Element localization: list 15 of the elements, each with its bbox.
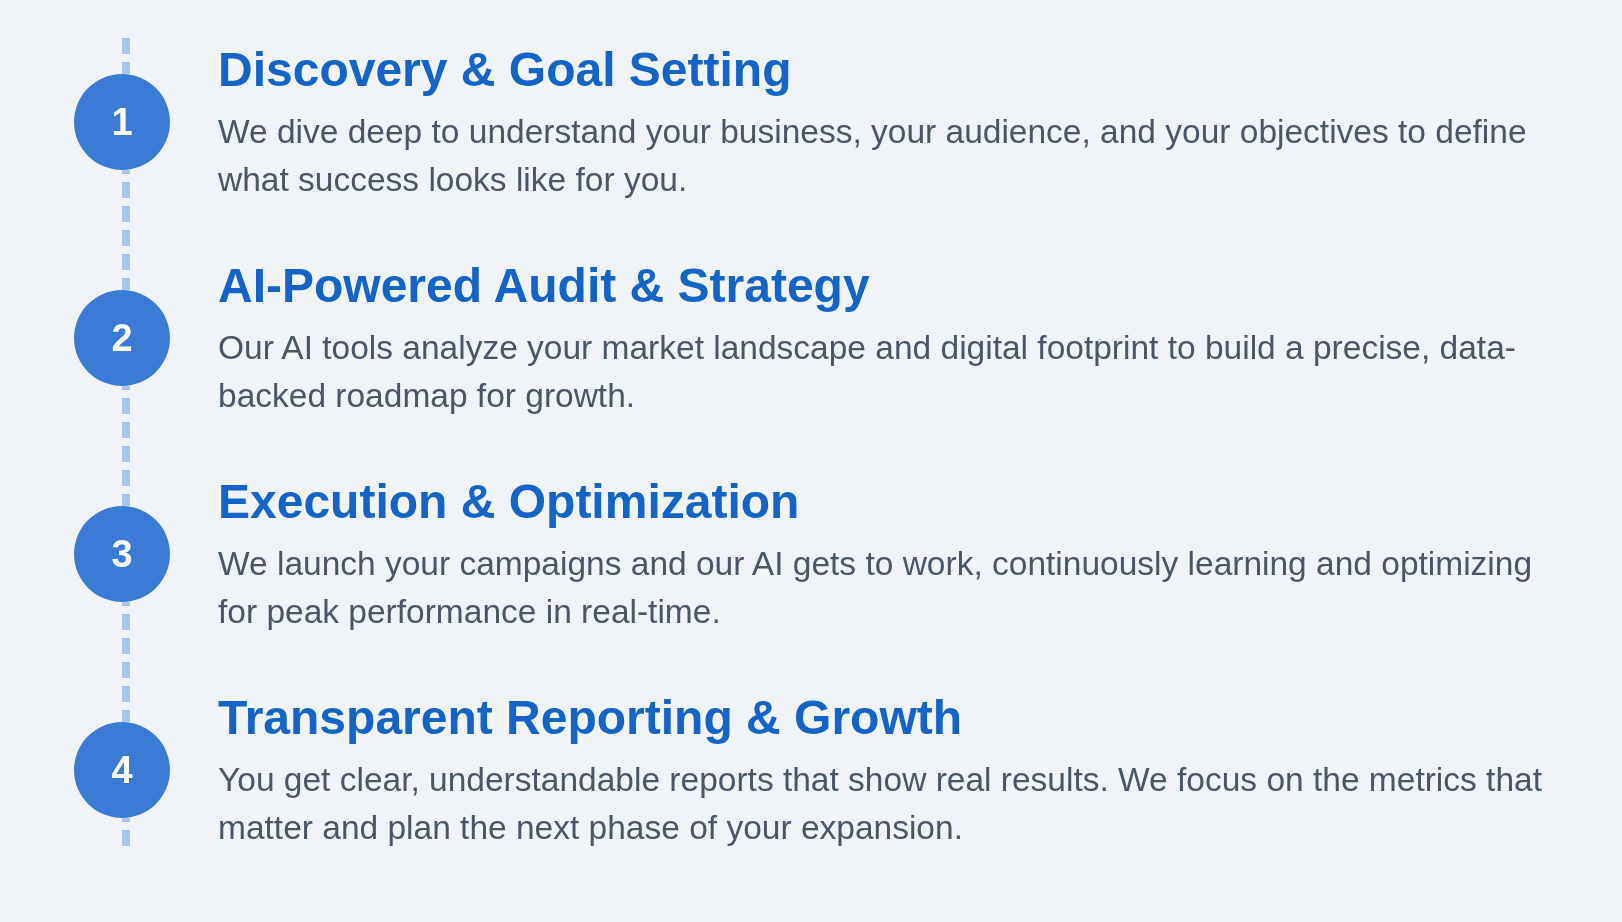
step-number-circle: 2 xyxy=(74,290,170,386)
step-heading: Execution & Optimization xyxy=(218,474,800,530)
step-heading: AI-Powered Audit & Strategy xyxy=(218,258,870,314)
step-description: You get clear, understandable reports that show real results. We focus on the metrics that matter and plan the next phase of your expansion. xyxy=(218,760,1543,848)
timeline-connector xyxy=(122,170,130,290)
step-heading: Transparent Reporting & Growth xyxy=(218,690,963,746)
step-heading: Discovery & Goal Setting xyxy=(218,42,792,98)
step-number-circle: 3 xyxy=(74,506,170,602)
step-number-circle: 4 xyxy=(74,722,170,818)
step-description: We launch your campaigns and our AI gets to work, continuously learning and optimizing for peak performance in real-time. xyxy=(218,544,1534,632)
step-number-circle: 1 xyxy=(74,74,170,170)
step-description: We dive deep to understand your business, your audience, and your objectives to define what success looks like for you. xyxy=(218,112,1528,200)
timeline-connector xyxy=(122,602,130,722)
timeline-connector xyxy=(122,386,130,506)
step-description: Our AI tools analyze your market landscape and digital footprint to build a precise, data-backed roadmap for growth. xyxy=(218,328,1517,416)
